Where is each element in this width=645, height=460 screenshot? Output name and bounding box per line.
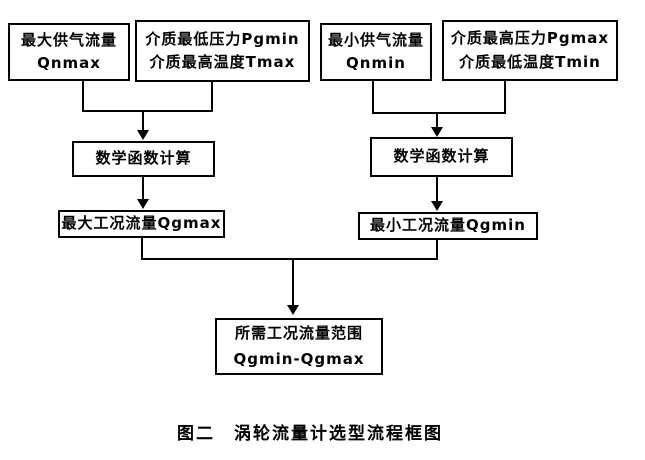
node-required-flow-range: 所需工况流量范围 Qgmin-Qgmax — [215, 318, 383, 375]
arrow-down-to-math-left — [137, 130, 149, 140]
connector-bottom-merge-stem — [292, 260, 294, 306]
arrow-down-to-qgmin — [431, 201, 443, 211]
connector-bottom-merge-bar — [141, 258, 438, 260]
node-max-supply-flow: 最大供气流量 Qnmax — [8, 23, 130, 81]
connector-math-left-stem — [142, 177, 144, 200]
connector-right-merge-stub-a — [372, 81, 374, 114]
connector-bottom-merge-stub-b — [436, 240, 438, 260]
arrow-down-to-qgmax — [137, 199, 149, 209]
node-max-pressure-min-temp: 介质最高压力Pgmax 介质最低温度Tmin — [442, 20, 618, 81]
arrow-down-to-result — [287, 305, 299, 315]
connector-bottom-merge-stub-a — [141, 238, 143, 260]
connector-right-merge-stem — [436, 114, 438, 128]
node-math-calc-left: 数学函数计算 — [72, 141, 215, 177]
connector-left-merge-bar — [82, 110, 213, 112]
connector-right-merge-stub-b — [504, 81, 506, 114]
arrow-down-to-math-right — [431, 127, 443, 137]
figure-caption: 图二 涡轮流量计选型流程框图 — [177, 424, 443, 444]
connector-right-merge-bar — [372, 112, 506, 114]
node-math-calc-right: 数学函数计算 — [370, 137, 513, 177]
node-min-supply-flow: 最小供气流量 Qnmin — [320, 23, 432, 81]
connector-left-merge-stub-b — [211, 82, 213, 112]
node-max-working-flow: 最大工况流量Qgmax — [58, 210, 225, 238]
connector-left-merge-stem — [142, 112, 144, 131]
node-min-working-flow: 最小工况流量Qgmin — [358, 212, 538, 240]
connector-math-right-stem — [436, 177, 438, 202]
node-min-pressure-max-temp: 介质最低压力Pgmin 介质最高温度Tmax — [135, 20, 310, 82]
connector-left-merge-stub-a — [82, 81, 84, 112]
